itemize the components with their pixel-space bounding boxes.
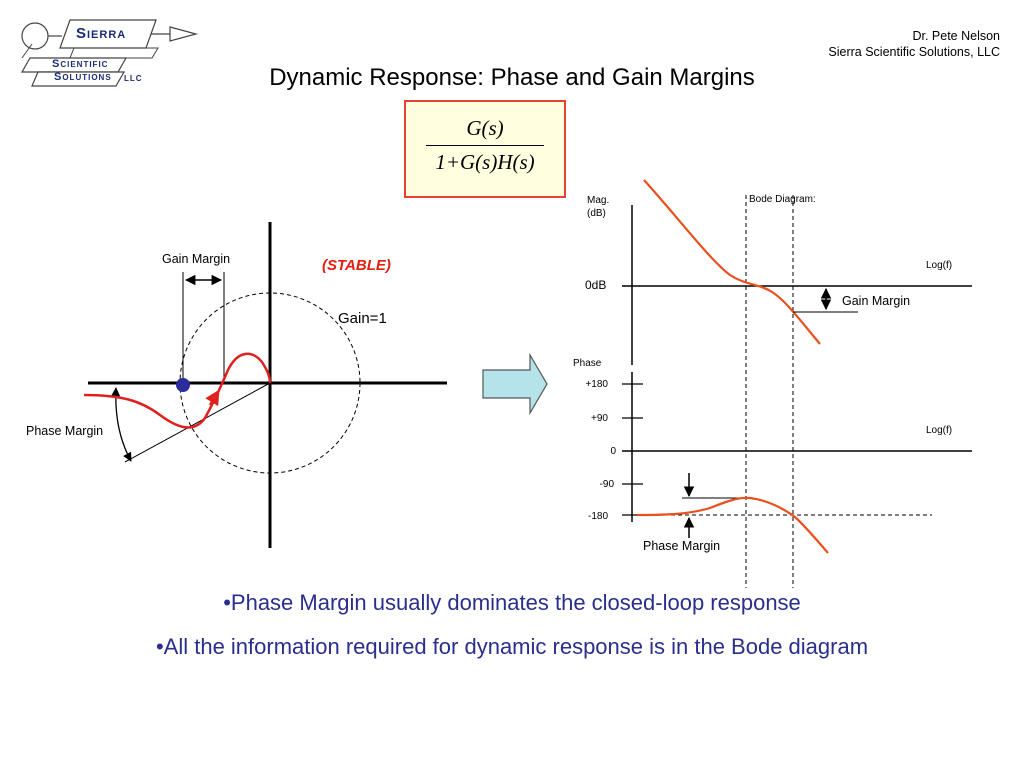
phase-tick-label-minus90: -90 xyxy=(599,479,614,490)
author-block: Dr. Pete Nelson Sierra Scientific Soluti… xyxy=(828,28,1000,60)
phase-log-f-label: Log(f) xyxy=(926,425,953,436)
logo-word-llc: LLC xyxy=(124,74,143,83)
zero-db-label: 0dB xyxy=(585,278,607,292)
bode-title: Bode Diagram: xyxy=(749,194,816,205)
mag-axis-label-line2: (dB) xyxy=(587,208,606,219)
closed-loop-formula: G(s) 1+G(s)H(s) xyxy=(404,100,566,198)
bode-gain-margin-label: Gain Margin xyxy=(842,294,911,308)
nyquist-curve xyxy=(83,352,272,429)
author-name: Dr. Pete Nelson xyxy=(912,29,1000,43)
nyquist-gain-margin-label: Gain Margin xyxy=(162,252,231,266)
phase-axis-label: Phase xyxy=(573,358,602,369)
phase-tick-label-180: +180 xyxy=(585,379,608,390)
transition-arrow xyxy=(482,352,548,416)
formula-numerator: G(s) xyxy=(466,116,504,140)
logo-word-solutions: Solutions xyxy=(54,71,112,83)
bode-magnitude-curve xyxy=(643,179,821,345)
phase-margin-arc xyxy=(111,387,132,462)
mag-axis-label-line1: Mag. xyxy=(587,195,610,206)
phase-tick-label-90: +90 xyxy=(591,413,608,424)
phase-margin-line xyxy=(124,382,271,463)
unit-circle-label: Gain=1 xyxy=(338,310,387,327)
author-company: Sierra Scientific Solutions, LLC xyxy=(828,45,1000,59)
logo-word-scientific: Scientific xyxy=(52,58,109,70)
slide-title: Dynamic Response: Phase and Gain Margins xyxy=(269,64,755,91)
mag-axis-label: Mag. (dB) xyxy=(587,194,609,220)
nyquist-phase-margin-label: Phase Margin xyxy=(26,424,104,438)
nyquist-direction-arrow xyxy=(205,389,220,407)
bode-phase-curve xyxy=(636,496,829,554)
mag-log-f-label: Log(f) xyxy=(926,260,953,271)
bullet-bode-info: •All the information required for dynami… xyxy=(155,634,869,659)
formula-denominator: 1+G(s)H(s) xyxy=(435,150,535,174)
company-logo: Sierra Scientific Solutions LLC xyxy=(18,14,200,90)
stable-label: (STABLE) xyxy=(322,257,391,274)
bode-phase-margin-label: Phase Margin xyxy=(643,539,721,553)
phase-tick-label-minus180: -180 xyxy=(587,511,608,522)
logo-word-sierra: Sierra xyxy=(76,25,127,42)
phase-tick-label-0: 0 xyxy=(610,446,616,457)
formula-fraction-bar xyxy=(426,145,544,146)
critical-point-marker xyxy=(176,378,190,392)
logo-graphic xyxy=(20,19,199,87)
bullet-phase-margin: •Phase Margin usually dominates the clos… xyxy=(223,590,801,615)
